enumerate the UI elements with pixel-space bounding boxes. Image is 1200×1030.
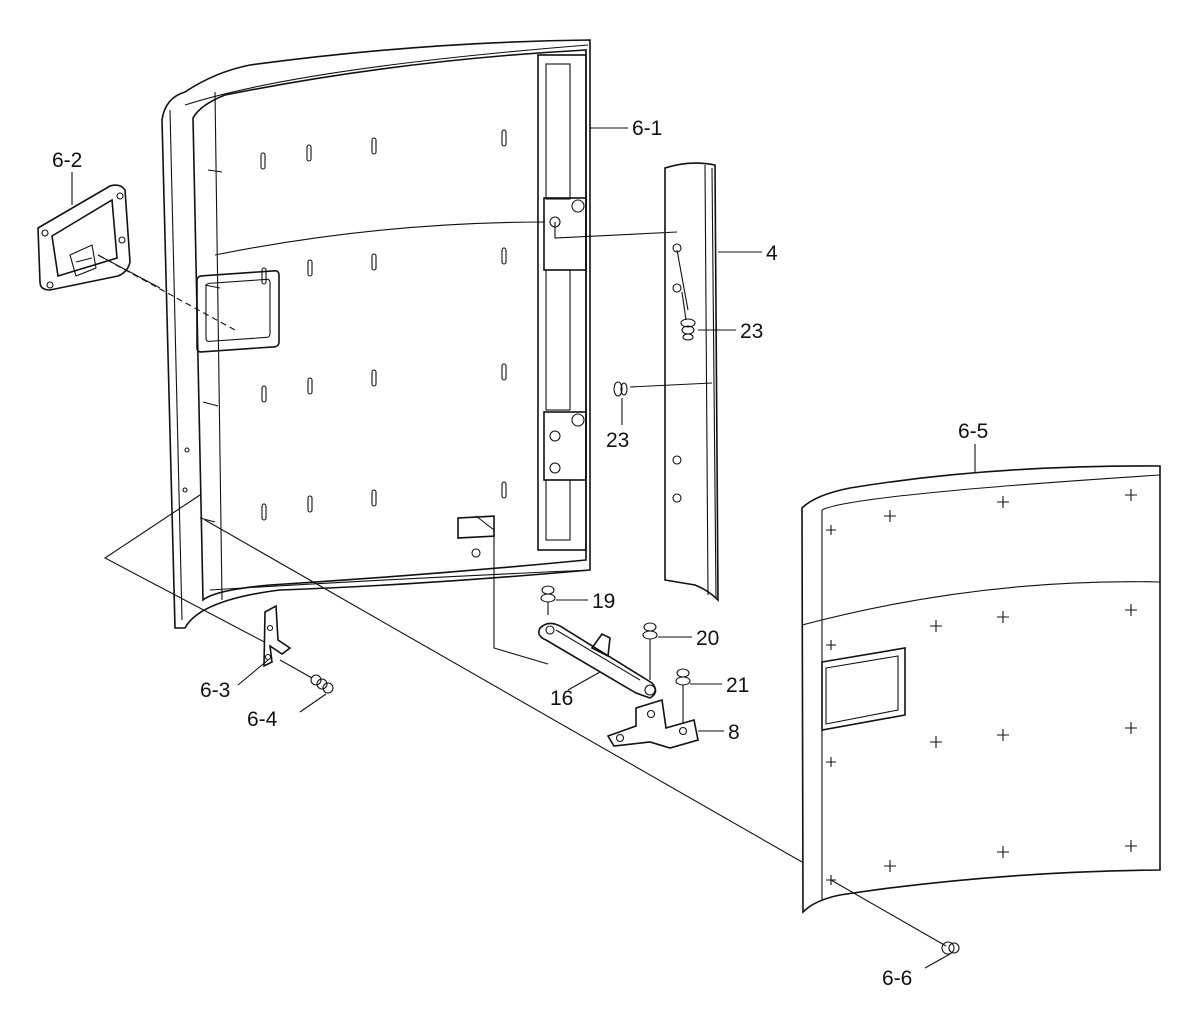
label-6-4: 6-4 [247, 708, 278, 731]
bolt-19 [540, 585, 556, 615]
door-outer-6-1 [161, 39, 591, 629]
screw-23-upper [680, 291, 696, 341]
label-6-2: 6-2 [52, 149, 82, 172]
bolt-21 [675, 668, 691, 725]
label-8: 8 [728, 721, 740, 744]
label-6-6: 6-6 [882, 967, 912, 990]
door-panel-6-5 [801, 465, 1161, 914]
label-21: 21 [726, 674, 749, 697]
label-6-1: 6-1 [632, 117, 662, 140]
panel-pin-6-6 [941, 941, 960, 955]
label-20: 20 [696, 627, 719, 650]
handle-housing-6-2 [37, 184, 131, 291]
screw-23-lower [613, 381, 713, 397]
bolt-20 [642, 622, 658, 680]
label-19: 19 [592, 590, 615, 613]
label-6-5: 6-5 [958, 420, 988, 443]
latch-bracket-6-3 [263, 604, 292, 668]
label-23-lower: 23 [606, 429, 629, 452]
base-bracket-8 [606, 698, 699, 749]
label-23-upper: 23 [740, 320, 763, 343]
stay-arm-16 [538, 622, 657, 699]
label-4: 4 [766, 242, 778, 265]
hinge-strip-4 [664, 162, 719, 602]
label-16: 16 [550, 687, 573, 710]
latch-bolt-6-4 [279, 659, 334, 694]
label-6-3: 6-3 [200, 679, 230, 702]
